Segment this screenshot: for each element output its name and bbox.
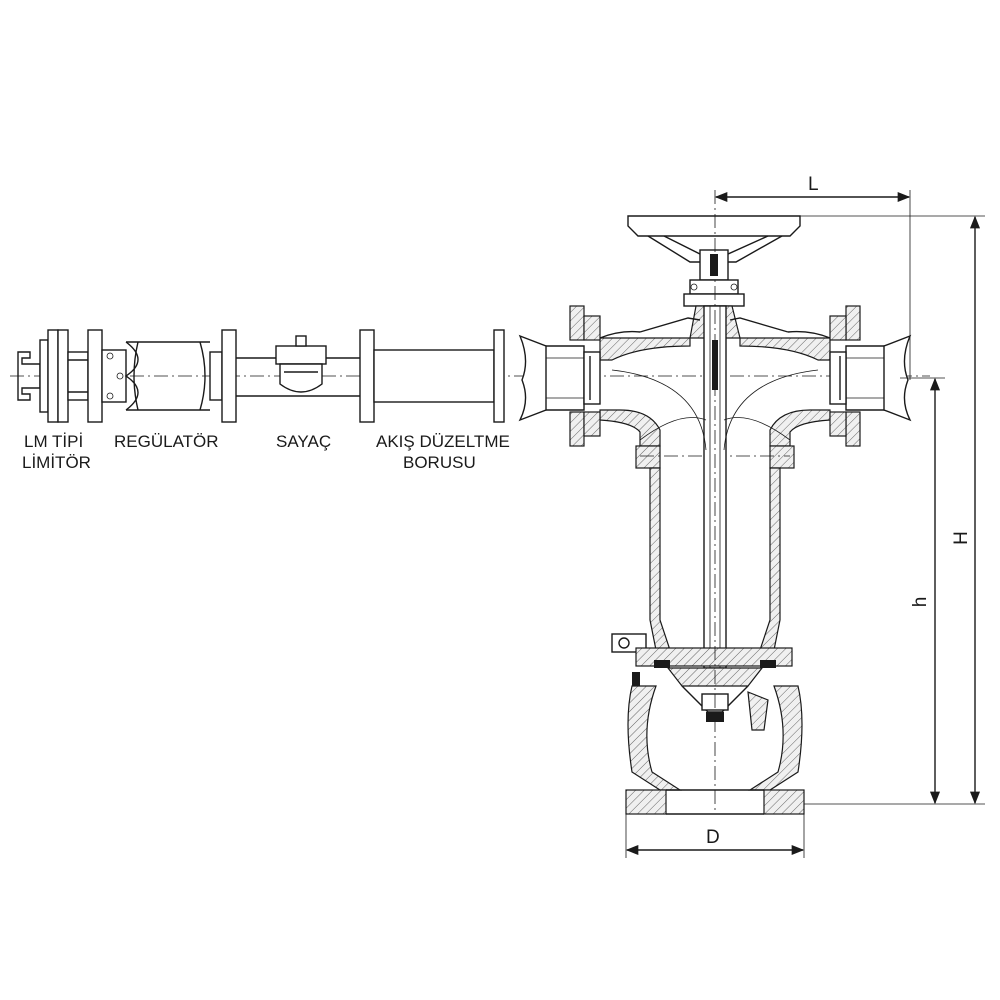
flow-meter (275, 335, 327, 393)
left-outlet (518, 305, 691, 447)
regulator (87, 329, 237, 423)
straightener-label-2: BORUSU (403, 453, 476, 472)
straightener-label-1: AKIŞ DÜZELTME (376, 432, 510, 451)
main-valve (635, 647, 793, 731)
dim-H-label: H (951, 531, 972, 545)
right-outlet (739, 305, 912, 447)
regulator-label: REGÜLATÖR (114, 432, 219, 451)
dim-L-label: L (808, 174, 819, 195)
lower-body (625, 685, 805, 815)
dim-h-label: h (910, 597, 931, 608)
hydrant (518, 190, 912, 815)
limiter-label-2: LİMİTÖR (22, 453, 91, 472)
dimensions: L H h D (625, 174, 985, 858)
flow-straightener (359, 329, 505, 423)
dim-D-label: D (706, 827, 720, 848)
lm-limiter (17, 329, 89, 423)
hydrant-column (611, 305, 819, 669)
pipe-train: LM TİPİ LİMİTÖR REGÜLATÖR SAYAÇ AKIŞ DÜZ… (10, 329, 930, 472)
handwheel (627, 215, 801, 307)
limiter-label-1: LM TİPİ (24, 432, 83, 451)
meter-label: SAYAÇ (276, 432, 331, 451)
